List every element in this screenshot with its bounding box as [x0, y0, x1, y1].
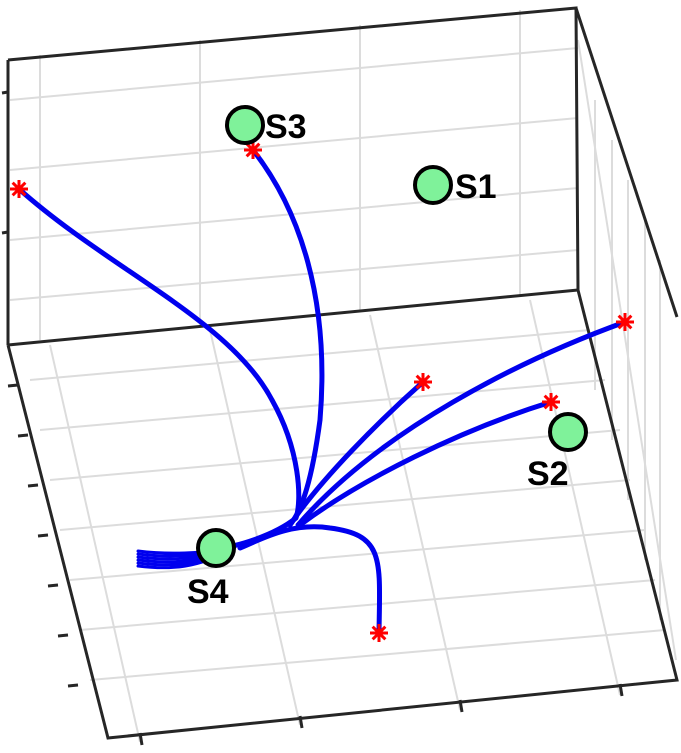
- station-marker: [413, 165, 453, 205]
- start-marker: [370, 624, 388, 642]
- grid-lines: [9, 10, 677, 743]
- trajectory-line: [297, 399, 554, 528]
- start-marker: [244, 141, 262, 159]
- trajectory-line: [295, 319, 628, 528]
- station-label-s1: S1: [455, 168, 497, 206]
- start-marker-group: [10, 141, 634, 642]
- station-marker: [225, 105, 265, 145]
- station-s4: S4: [187, 528, 236, 611]
- trajectory-line: [287, 379, 426, 528]
- station-label-s2: S2: [527, 455, 569, 493]
- start-marker: [10, 180, 28, 198]
- trajectory-group: [16, 147, 628, 636]
- station-marker: [196, 528, 236, 568]
- station-label-s3: S3: [265, 108, 307, 146]
- start-marker: [414, 373, 432, 391]
- trajectory-line: [237, 524, 383, 636]
- start-marker: [616, 313, 634, 331]
- station-s1: S1: [413, 165, 497, 206]
- station-s3: S3: [225, 105, 307, 146]
- axis-ticks: [1, 90, 624, 746]
- station-marker: [548, 412, 588, 452]
- station-s2: S2: [527, 412, 588, 493]
- station-label-s4: S4: [187, 573, 229, 611]
- axes-box: [6, 6, 679, 740]
- trajectory-line: [250, 147, 325, 528]
- start-marker: [542, 393, 560, 411]
